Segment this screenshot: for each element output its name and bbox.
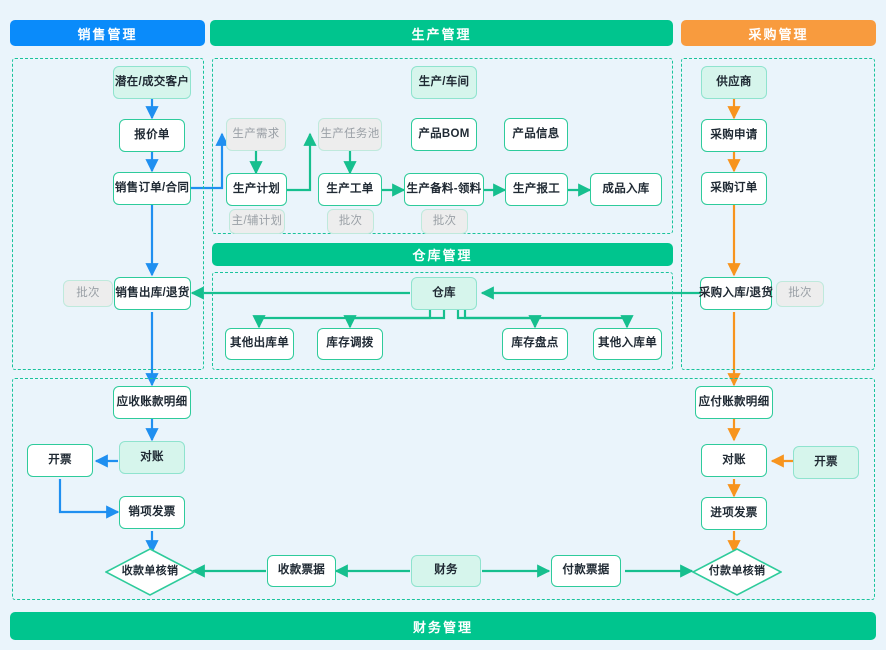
node-material-preparation[interactable]: 生产备料-领料 xyxy=(404,173,484,206)
node-warehouse[interactable]: 仓库 xyxy=(411,277,477,310)
node-ar-invoicing[interactable]: 开票 xyxy=(27,444,93,477)
node-label: 付款单核销 xyxy=(708,565,766,578)
node-ap-invoicing[interactable]: 开票 xyxy=(793,446,859,479)
node-payment-document[interactable]: 付款票据 xyxy=(551,555,621,587)
frame-warehouse xyxy=(212,272,673,370)
node-sales-outbound[interactable]: 销售出库/退货 xyxy=(114,277,191,310)
node-production-report[interactable]: 生产报工 xyxy=(505,173,568,206)
node-stock-count[interactable]: 库存盘点 xyxy=(502,328,568,360)
node-purchase-request[interactable]: 采购申请 xyxy=(701,119,767,152)
node-product-info[interactable]: 产品信息 xyxy=(504,118,568,151)
node-picking-batch-tag: 批次 xyxy=(421,209,468,234)
node-finished-goods-in[interactable]: 成品入库 xyxy=(590,173,662,206)
node-payment-write-off[interactable]: 付款单核销 xyxy=(692,548,782,596)
node-label: 收款单核销 xyxy=(121,565,179,578)
node-purchase-order[interactable]: 采购订单 xyxy=(701,172,767,205)
frame-finance xyxy=(12,378,875,600)
frame-purchase xyxy=(681,58,875,370)
node-potential-customer[interactable]: 潜在/成交客户 xyxy=(113,66,191,99)
node-supplier[interactable]: 供应商 xyxy=(701,66,767,99)
node-ar-detail[interactable]: 应收账款明细 xyxy=(113,386,191,419)
node-ap-detail[interactable]: 应付账款明细 xyxy=(695,386,773,419)
node-workshop[interactable]: 生产/车间 xyxy=(411,66,477,99)
node-stock-transfer[interactable]: 库存调拨 xyxy=(317,328,383,360)
diamond-shape-icon xyxy=(105,548,195,596)
header-finance[interactable]: 财务管理 xyxy=(10,612,876,640)
node-ap-reconciliation[interactable]: 对账 xyxy=(701,444,767,477)
node-production-plan[interactable]: 生产计划 xyxy=(226,173,287,206)
node-work-order[interactable]: 生产工单 xyxy=(318,173,382,206)
node-production-demand[interactable]: 生产需求 xyxy=(226,118,286,151)
node-other-outbound[interactable]: 其他出库单 xyxy=(225,328,294,360)
node-receipt-document[interactable]: 收款票据 xyxy=(267,555,336,587)
diamond-shape-icon xyxy=(692,548,782,596)
node-sales-batch-tag: 批次 xyxy=(63,280,113,307)
header-warehouse[interactable]: 仓库管理 xyxy=(212,243,673,266)
node-product-bom[interactable]: 产品BOM xyxy=(411,118,477,151)
node-task-pool[interactable]: 生产任务池 xyxy=(318,118,382,151)
node-purchase-batch-tag: 批次 xyxy=(776,281,824,307)
node-sales-order[interactable]: 销售订单/合同 xyxy=(113,172,191,205)
node-ar-reconciliation[interactable]: 对账 xyxy=(119,441,185,474)
node-main-sub-plan-tag: 主/辅计划 xyxy=(229,209,285,234)
node-receipt-write-off[interactable]: 收款单核销 xyxy=(105,548,195,596)
node-work-order-batch-tag: 批次 xyxy=(327,209,374,234)
node-quotation[interactable]: 报价单 xyxy=(119,119,185,152)
node-other-inbound[interactable]: 其他入库单 xyxy=(593,328,662,360)
node-purchase-inbound[interactable]: 采购入库/退货 xyxy=(699,277,773,310)
frame-sales xyxy=(12,58,204,370)
header-sales[interactable]: 销售管理 xyxy=(10,20,205,46)
node-output-invoice[interactable]: 销项发票 xyxy=(119,496,185,529)
header-production[interactable]: 生产管理 xyxy=(210,20,673,46)
node-input-invoice[interactable]: 进项发票 xyxy=(701,497,767,530)
node-finance-hub[interactable]: 财务 xyxy=(411,555,481,587)
header-purchase[interactable]: 采购管理 xyxy=(681,20,876,46)
